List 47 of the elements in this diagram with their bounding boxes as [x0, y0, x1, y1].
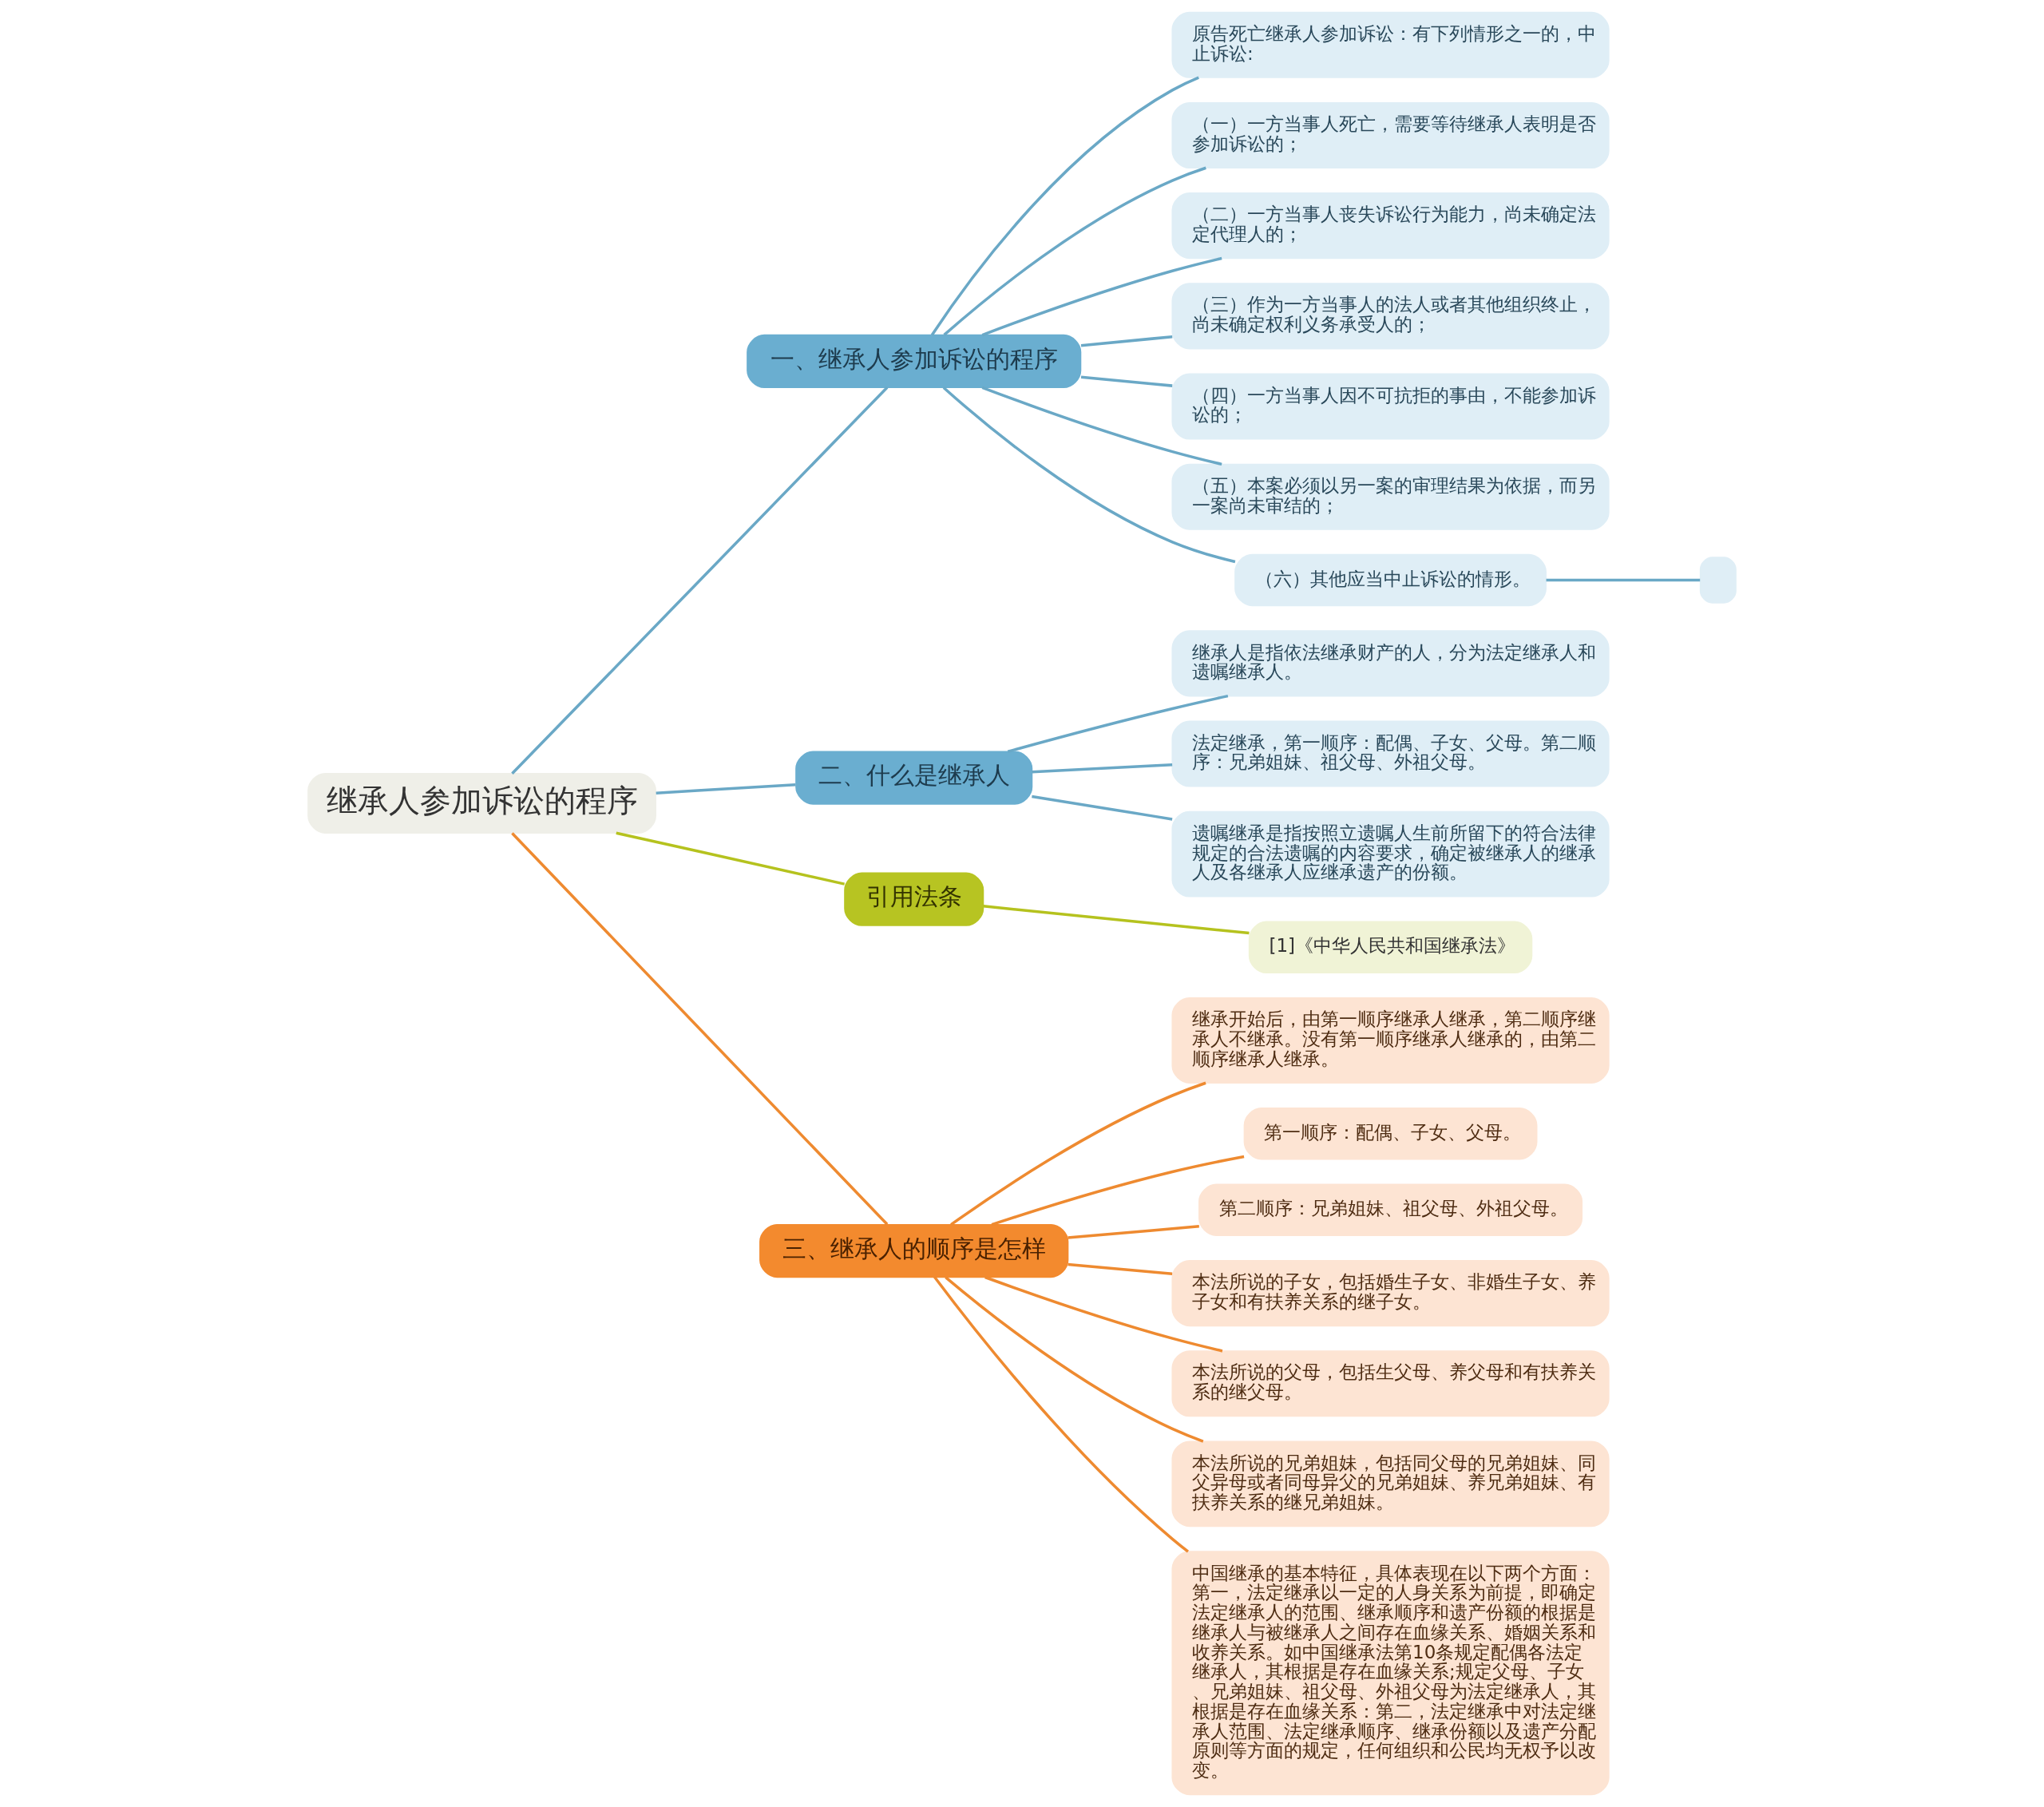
connector: [1068, 1225, 1199, 1239]
connector: [1068, 1262, 1173, 1276]
connector: [616, 831, 845, 886]
node-box: 原告死亡继承人参加诉讼：有下列情形之一的，中止诉讼:: [1171, 11, 1610, 78]
node-box: 本法所说的子女，包括婚生子女、非婚生子女、养子女和有扶养关系的继子女。: [1171, 1260, 1610, 1327]
connector: [511, 386, 889, 775]
connector: [984, 1275, 1223, 1353]
node-box: [1]《中华人民共和国继承法》: [1248, 921, 1533, 974]
node-box: 本法所说的兄弟姐妹，包括同父母的兄弟姐妹、同父异母或者同母异父的兄弟姐妹、养兄弟姐妹、有扶养关系的继兄弟姐妹。: [1171, 1440, 1610, 1528]
connector: [981, 256, 1222, 337]
connector: [981, 386, 1222, 466]
node-box: （一）一方当事人死亡，需要等待继承人表明是否参加诉讼的；: [1171, 101, 1610, 169]
node-box: 三、继承人的顺序是怎样: [759, 1223, 1069, 1278]
node-box: 本法所说的父母，包括生父母、养父母和有扶养关系的继父母。: [1171, 1350, 1610, 1417]
connector: [656, 783, 796, 795]
connector: [1080, 375, 1173, 387]
connector: [930, 76, 1199, 336]
node-box: （四）一方当事人因不可抗拒的事由，不能参加诉讼的；: [1171, 373, 1610, 440]
node-box: 一、继承人参加诉讼的程序: [747, 334, 1082, 389]
node-box: 法定继承，第一顺序：配偶、子女、父母。第二顺序：兄弟姐妹、祖父母、外祖父母。: [1171, 720, 1610, 787]
connector: [1546, 578, 1701, 582]
connector: [945, 1276, 1204, 1443]
connector: [933, 1276, 1190, 1553]
node-box: 继承开始后，由第一顺序继承人继承，第二顺序继承人不继承。没有第一顺序继承人继承的，由第二顺序继承人继承。: [1171, 997, 1610, 1084]
connector: [983, 905, 1250, 935]
node-box: 继承人是指依法继承财产的人，分为法定继承人和遗嘱继承人。: [1171, 630, 1610, 697]
node-box: （六）其他应当中止诉讼的情形。: [1234, 553, 1547, 607]
connector: [943, 166, 1206, 336]
node-box: 引用法条: [844, 872, 984, 926]
connector: [991, 1155, 1245, 1226]
node-box: （三）作为一方当事人的法人或者其他组织终止，尚未确定权利义务承受人的；: [1171, 283, 1610, 350]
connector: [950, 1081, 1206, 1226]
node-box: 遗嘱继承是指按照立遗嘱人生前所留下的符合法律规定的合法遗嘱的内容要求，确定被继承人的继承人及各继承人应继承遗产的份额。: [1171, 810, 1610, 898]
node-box: （二）一方当事人丧失诉讼行为能力，尚未确定法定代理人的；: [1171, 192, 1610, 260]
node-box: 继承人参加诉讼的程序: [307, 772, 656, 834]
node-box: 中国继承的基本特征，具体表现在以下两个方面：第一，法定继承以一定的人身关系为前提，即确定法定继承人的范围、继承顺序和遗产份额的根据是继承人与被继承人之间存在血缘关系、婚姻关系和收养关系。如中国继承法第10条规定配偶各法定继承人，其根据是存在血缘关系;规定父母、子女、兄弟姐妹、祖父母、外祖父母为法定继承人，其根据是存在血缘关系：第二，法定继承中对法定继承人范围、法定继承顺序、继承份额以及遗产分配原则等方面的规定，任何组织和公民均无权予以改变。: [1171, 1551, 1610, 1796]
connector: [1007, 694, 1229, 753]
connector: [1080, 335, 1173, 347]
node-box: [1699, 557, 1737, 604]
connector: [1032, 795, 1173, 821]
node-box: 第一顺序：配偶、子女、父母。: [1243, 1108, 1538, 1160]
connector: [1032, 763, 1173, 774]
connector: [511, 832, 889, 1226]
node-box: 二、什么是继承人: [795, 751, 1033, 805]
node-box: （五）本案必须以另一案的审理结果为依据，而另一案尚未审结的；: [1171, 463, 1610, 530]
connector: [942, 386, 1236, 564]
node-box: 第二顺序：兄弟姐妹、祖父母、外祖父母。: [1198, 1183, 1583, 1236]
